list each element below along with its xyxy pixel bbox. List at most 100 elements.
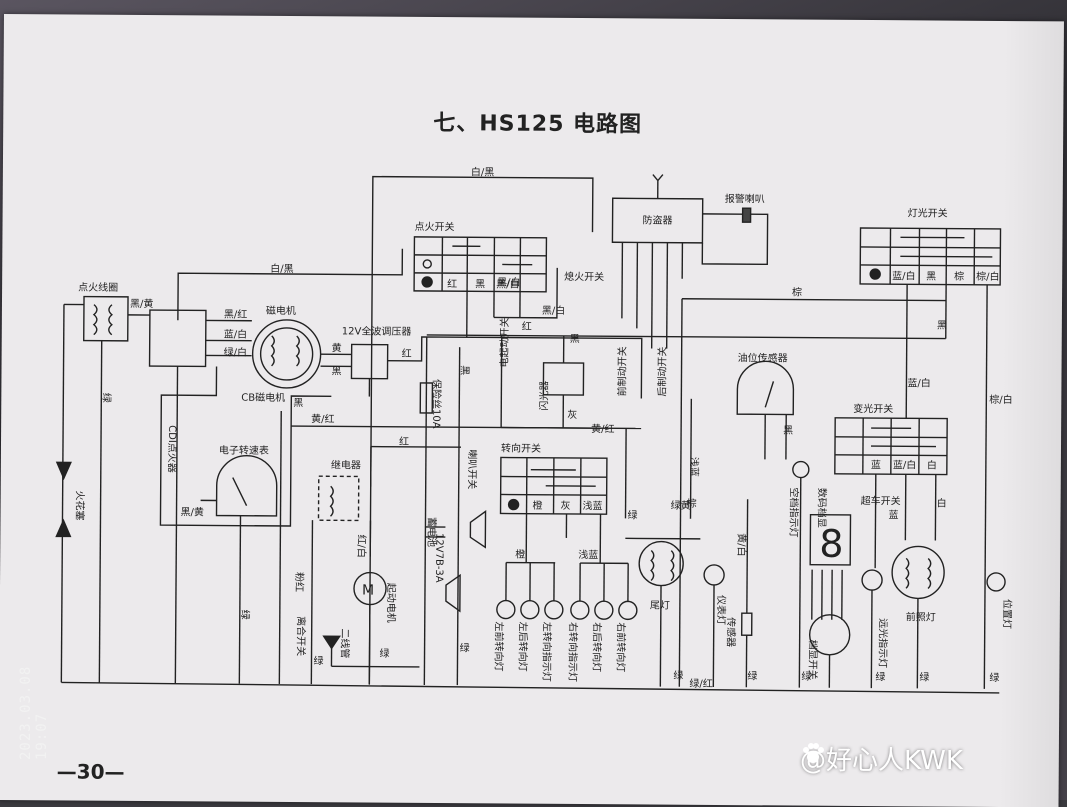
wire-green-sensor: 绿	[747, 669, 757, 682]
wire-red-white: 红/白	[355, 534, 368, 557]
wire-black-cdi: 黑	[293, 397, 303, 409]
label-cb-magneto: CB磁电机	[241, 391, 285, 404]
label-clutch-switch: 离合开关	[295, 616, 308, 656]
wire-black-light: 黑	[937, 320, 947, 332]
wire-green-pos: 绿	[989, 671, 999, 684]
label-right-rear-turn: 右后转向灯	[590, 622, 603, 672]
page-number: —30—	[57, 759, 125, 783]
wire-white-black-2: 白/黑	[270, 262, 293, 275]
wire-green-tail: 绿	[673, 669, 683, 682]
label-position-lamp: 位置灯	[1001, 599, 1014, 629]
wire-pink-red: 粉红	[293, 572, 306, 592]
dimmer-cell-2: 蓝/白	[893, 458, 916, 471]
label-fuse: 保险丝10A	[430, 379, 443, 429]
wire-brown-2: 棕	[687, 497, 697, 510]
label-alarm-horn: 报警喇叭	[725, 192, 765, 205]
label-diode: 二线管	[339, 628, 352, 658]
watermark: @好心人KWK	[800, 740, 963, 777]
label-right-front-turn: 右前转向灯	[614, 622, 627, 672]
paw-icon	[800, 740, 826, 766]
label-tail-lamp: 尾灯	[650, 600, 670, 612]
label-front-brake: 前制动开关	[615, 346, 628, 396]
wire-red-relay: 红	[399, 435, 409, 448]
light-cell-2: 黑	[926, 270, 936, 282]
ign-cell-red: 红	[447, 277, 457, 290]
wire-green-horn: 绿	[460, 641, 470, 654]
wire-gray: 灰	[567, 408, 577, 421]
label-rear-brake: 后制动开关	[655, 347, 668, 397]
label-relay: 继电器	[331, 458, 361, 471]
label-magneto: 磁电机	[266, 304, 296, 317]
label-turn-switch: 转向开关	[501, 441, 541, 454]
label-neutral-lamp: 空档指示灯	[787, 487, 800, 537]
dimmer-cell-3: 白	[927, 458, 937, 471]
wire-black-fuel: 黑	[783, 424, 793, 436]
light-cell-3: 棕	[954, 270, 964, 283]
light-cell-4: 棕/白	[976, 270, 999, 283]
wire-white: 白	[937, 497, 947, 510]
label-sensor: 传感器	[725, 617, 738, 647]
label-flameout-switch: 熄火开关	[564, 270, 604, 283]
label-horn-switch: 喇叭开关	[466, 449, 479, 489]
wire-white-black-top: 白/黑	[471, 165, 494, 178]
label-start-motor: 起动电机	[385, 583, 398, 623]
label-dimmer-switch: 变光开关	[853, 402, 893, 415]
manual-page: 七、HS125 电路图	[0, 14, 1064, 807]
wire-yellow-white: 黄/白	[735, 533, 748, 556]
label-left-turn-ind: 左转向指示灯	[540, 622, 553, 682]
label-regulator: 12V全波调压器	[342, 324, 412, 337]
wire-green-coil: 绿	[100, 393, 113, 403]
wire-black-reg: 黑	[331, 365, 341, 377]
label-left-front-turn: 左前转向灯	[492, 621, 505, 671]
turn-cell-1: 橙	[533, 499, 543, 512]
wire-yellow-red-2: 黄/红	[591, 422, 614, 435]
label-tachometer: 电子转速表	[219, 444, 269, 457]
wire-red-sw: 红	[522, 320, 532, 333]
label-high-beam-lamp: 远光指示灯	[876, 618, 889, 668]
wire-black-white-2: 黑/白	[542, 304, 565, 317]
wire-black-main: 黑	[570, 333, 580, 345]
wire-green-clutch: 绿	[313, 654, 323, 667]
wire-green-high: 绿	[875, 670, 885, 683]
wire-yellow: 黄	[332, 341, 342, 354]
ign-cell-blackwhite: 黑/白	[496, 277, 519, 290]
turn-cell-3: 浅蓝	[583, 499, 603, 512]
wire-green-white: 绿/白	[224, 346, 247, 359]
wire-brown: 棕	[792, 286, 802, 299]
label-ignition-coil: 点火线圈	[78, 281, 118, 294]
label-anti-theft: 防盗器	[643, 213, 673, 226]
wire-green-turn: 绿	[627, 508, 637, 521]
label-ignition-switch: 点火开关	[414, 220, 454, 233]
wire-green-head: 绿	[919, 670, 929, 683]
dimmer-cell-1: 蓝	[871, 459, 881, 471]
wire-black-yellow: 黑/黄	[130, 297, 153, 310]
label-spark-plug: 火花塞	[73, 490, 86, 520]
wire-black-vertical: 黑	[458, 365, 470, 375]
wire-black-yellow-tach: 黑/黄	[180, 505, 203, 518]
label-headlight: 前照灯	[906, 610, 936, 623]
label-cdi: CDI点火器	[166, 425, 178, 473]
label-battery-spec: 12V7B-3A	[433, 533, 444, 583]
label-fuel-sensor: 油位传感器	[738, 351, 788, 364]
wire-blue-white-light: 蓝/白	[907, 376, 930, 389]
photo-timestamp: 2023.03.08 19:07	[18, 620, 40, 760]
wire-blue: 蓝	[888, 509, 898, 521]
label-overtake-switch: 超车开关	[861, 494, 901, 507]
wire-black-red: 黑/红	[224, 308, 247, 321]
label-right-turn-ind: 右转向指示灯	[566, 622, 579, 682]
label-flasher: 闪光器	[537, 381, 550, 411]
ign-cell-black: 黑	[475, 278, 485, 290]
turn-cell-2: 灰	[561, 499, 571, 512]
wire-green-tach: 绿	[239, 610, 252, 620]
wire-blue-white: 蓝/白	[224, 328, 247, 341]
diagram-labels: 点火线圈 CDI点火器 磁电机 CB磁电机 12V全波调压器 点火开关 熄火开关…	[0, 14, 1064, 807]
label-light-switch: 灯光开关	[908, 206, 948, 219]
wire-green-red: 绿/红	[689, 677, 712, 690]
wire-orange: 橙	[515, 548, 525, 561]
label-left-rear-turn: 左后转向灯	[516, 622, 529, 672]
wire-brown-white: 棕/白	[989, 393, 1012, 406]
wire-red-reg: 红	[402, 347, 412, 360]
label-gear-display: 数码档显	[815, 488, 828, 528]
wire-green-gear: 绿	[801, 670, 811, 683]
label-start-switch: 电起动开关	[498, 317, 511, 367]
